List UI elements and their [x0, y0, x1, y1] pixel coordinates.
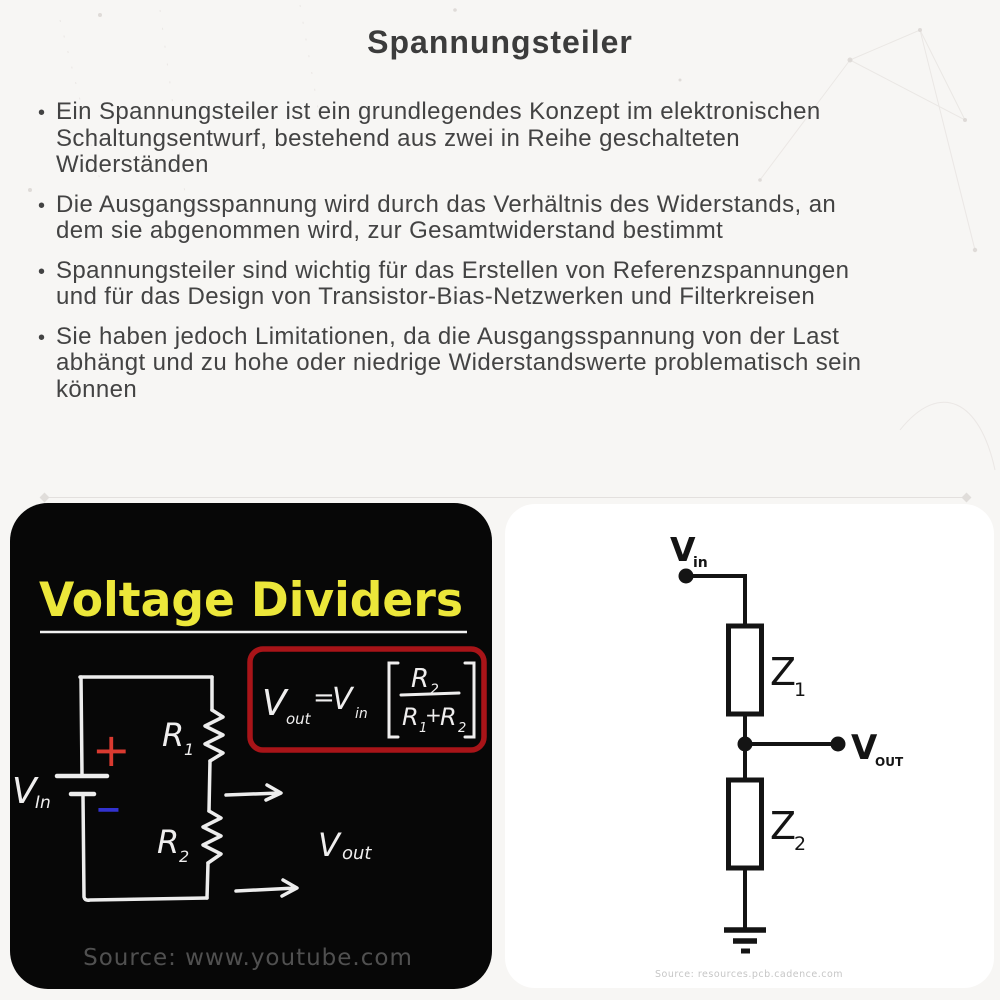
- diagram-vin-label: V: [670, 530, 696, 569]
- bullet-text-3: Spannungsteiler sind wichtig für das Ers…: [56, 256, 850, 310]
- r2-sub-label: 2: [179, 847, 189, 866]
- diagram-z1-sub: 1: [794, 679, 806, 701]
- formula-den-r1-sub: 1: [419, 721, 427, 736]
- resistor-r1-zigzag: [203, 708, 225, 763]
- bullet-item-4: • Sie haben jedoch Limitationen, da die …: [38, 322, 890, 404]
- r1-sub-label: 1: [184, 740, 194, 759]
- impedance-z1-box: [726, 623, 764, 717]
- formula-den-r2: R: [440, 703, 457, 731]
- blackboard-image[interactable]: Voltage Dividers V out = V in R 2 R 1 + …: [10, 503, 492, 989]
- diagram-z2-sub: 2: [794, 833, 806, 855]
- bullet-text-4: Sie haben jedoch Limitationen, da die Au…: [56, 322, 862, 403]
- formula-vout-sub: out: [286, 710, 312, 728]
- resistor-r2-zigzag: [201, 809, 223, 865]
- bullet-text-2: Die Ausgangsspannung wird durch das Verh…: [56, 190, 837, 244]
- bullet-marker: •: [38, 326, 46, 349]
- bullet-text-1: Ein Spannungsteiler ist ein grundlegende…: [56, 98, 821, 178]
- formula-box: [247, 646, 487, 753]
- formula-numerator-sub: 2: [430, 682, 439, 698]
- diagram-vout-label: V: [851, 728, 878, 768]
- diagram-vout-sub: OUT: [875, 755, 904, 769]
- voltage-divider-formula: V out = V in R 2 R 1 + R 2: [262, 661, 476, 739]
- bullet-marker: •: [38, 260, 46, 283]
- impedance-z2-box: [726, 777, 764, 871]
- bullet-item-3: • Spannungsteiler sind wichtig für das E…: [38, 256, 890, 311]
- bullet-marker: •: [38, 194, 46, 217]
- formula-vout: V: [262, 683, 289, 724]
- ground-icon: [724, 927, 766, 954]
- diagram-z1-label: Z: [770, 650, 796, 694]
- bullet-item-2: • Die Ausgangsspannung wird durch das Ve…: [38, 190, 890, 245]
- right-bracket: [463, 661, 476, 739]
- wire-left-upper: [79, 675, 84, 777]
- blackboard-source-credit: Source: www.youtube.com: [83, 945, 413, 971]
- junction-dot: [737, 736, 753, 752]
- page-title: Spannungsteiler: [367, 24, 633, 60]
- vin-terminal-dot: [678, 568, 694, 584]
- formula-vin: V: [332, 682, 355, 717]
- diagram-source-credit: Source: resources.pcb.cadence.com: [655, 969, 843, 980]
- diagram-vin-sub: in: [693, 555, 708, 571]
- r1-label: R: [162, 716, 184, 754]
- left-bracket: [387, 661, 400, 739]
- bullet-list: • Ein Spannungsteiler ist ein grundlegen…: [38, 98, 890, 416]
- vin-sub-label: In: [35, 793, 51, 813]
- bullet-item-1: • Ein Spannungsteiler ist ein grundlegen…: [38, 98, 890, 179]
- arrow-icon: [224, 783, 283, 802]
- wire-right-mid: [207, 759, 212, 813]
- formula-den-plus: +: [425, 703, 442, 727]
- formula-vin-sub: in: [355, 706, 368, 722]
- circuit-diagram-image[interactable]: V in Z 1 V OUT Z 2 Source: resources.pcb…: [505, 504, 994, 988]
- vout-sub-label: out: [342, 843, 372, 864]
- battery-minus-label: −: [95, 790, 122, 828]
- fraction-bar: [399, 691, 461, 697]
- vout-terminal-dot: [830, 736, 846, 752]
- arrow-icon: [234, 878, 299, 898]
- wire-vin: [686, 574, 747, 626]
- formula-den-r1: R: [402, 703, 419, 731]
- circuit-diagram-svg: V in Z 1 V OUT Z 2 Source: resources.pcb…: [655, 530, 904, 980]
- r2-label: R: [157, 823, 179, 861]
- vin-label: V: [12, 771, 39, 812]
- blackboard-svg: Voltage Dividers V out = V in R 2 R 1 + …: [12, 573, 487, 971]
- diagram-z2-label: Z: [770, 804, 796, 848]
- formula-den-r2-sub: 2: [458, 721, 466, 736]
- wire-bottom: [81, 794, 209, 902]
- formula-equals: =: [313, 683, 335, 713]
- divider-line: [40, 497, 968, 498]
- battery-plus-label: +: [92, 723, 131, 777]
- vout-label: V: [318, 826, 342, 864]
- hand-drawn-circuit: [54, 675, 299, 902]
- wire-right-lower: [205, 861, 210, 900]
- bullet-marker: •: [38, 102, 46, 124]
- formula-numerator-r: R: [411, 664, 429, 694]
- blackboard-title: Voltage Dividers: [39, 573, 463, 628]
